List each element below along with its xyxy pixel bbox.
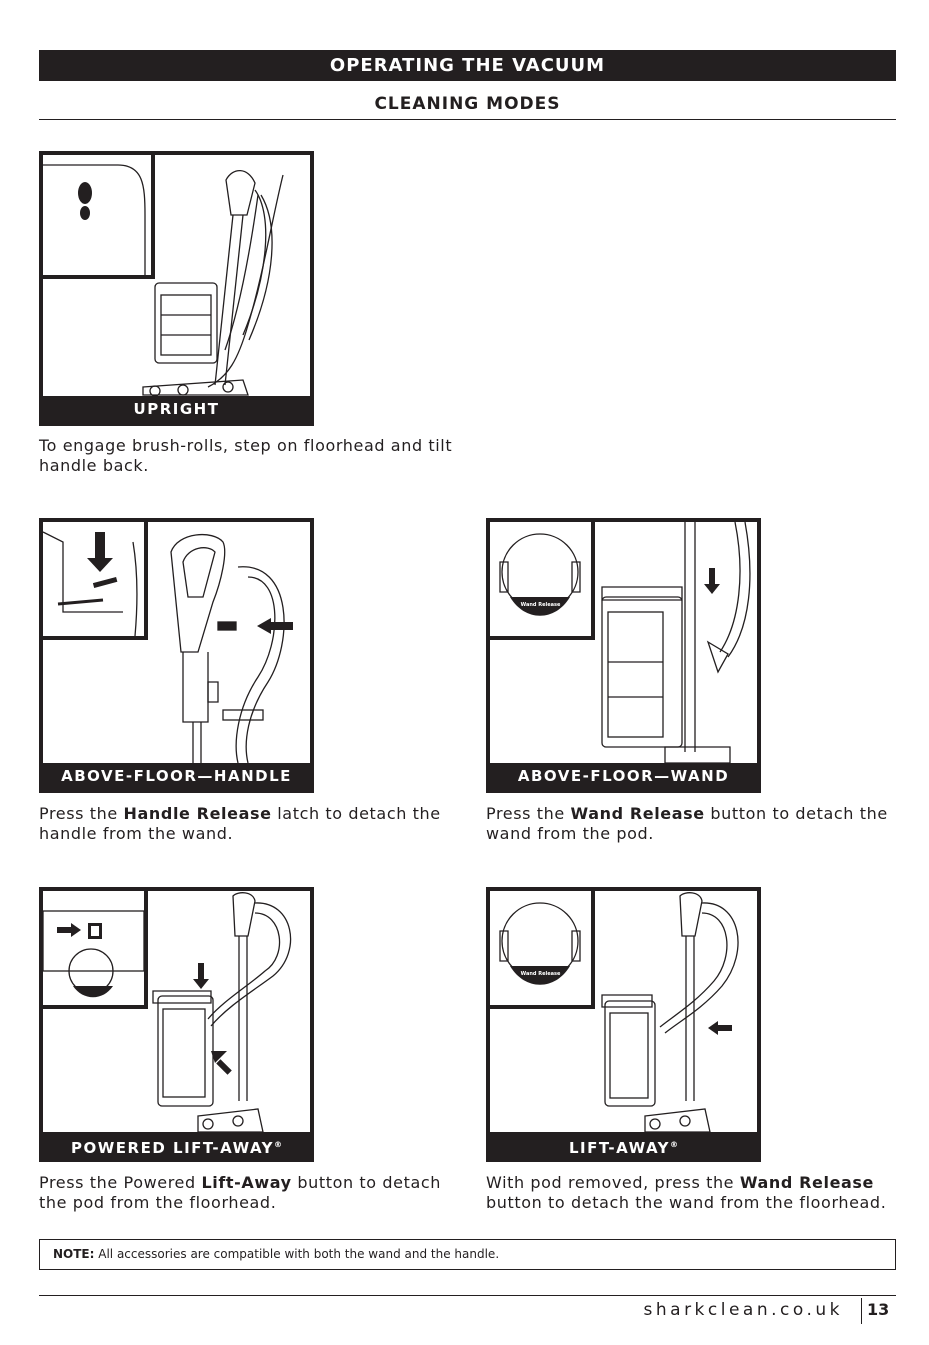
wand-release-label: Wand Release: [520, 602, 561, 608]
section-subheader: CLEANING MODES: [374, 94, 561, 114]
above-floor-handle-description: Press the Handle Release latch to detach…: [39, 804, 441, 843]
above-floor-wand-description: Press the Wand Release button to detach …: [486, 804, 888, 843]
wand-release-button-icon: [499, 902, 581, 985]
lift-away-drawing: [601, 892, 739, 1132]
upright-description: To engage brush-rolls, step on floorhead…: [39, 436, 453, 475]
powered-lift-away-description: Press the Powered Lift-Away button to de…: [39, 1173, 441, 1212]
lift-away-illustration: Wand Release LIFT-AWAY®: [486, 887, 761, 1162]
footer-website: sharkclean.co.uk: [643, 1300, 843, 1320]
lift-away-description: With pod removed, press the Wand Release…: [486, 1173, 887, 1212]
powered-lift-away-illustration: POWERED LIFT-AWAY®: [39, 887, 314, 1162]
above-floor-handle-caption: ABOVE-FLOOR—HANDLE: [43, 763, 310, 789]
wand-release-button-icon: [499, 533, 581, 616]
note-box: NOTE: All accessories are compatible wit…: [39, 1239, 896, 1270]
footer-divider: [39, 1295, 896, 1296]
subheader-divider: [39, 119, 896, 120]
note-label: NOTE:: [53, 1247, 95, 1261]
powered-lift-away-inset: [43, 891, 148, 1009]
lift-away-inset: Wand Release: [490, 891, 595, 1009]
above-floor-wand-illustration: Wand Release ABOVE-FLOOR—WAND: [486, 518, 761, 793]
foot-pedal-icon: [43, 164, 146, 275]
wand-release-inset: Wand Release: [490, 522, 595, 640]
wand-release-label: Wand Release: [520, 971, 561, 977]
lift-away-button-icon: [43, 910, 144, 998]
wand-release-drawing: [601, 522, 751, 763]
page-number: 13: [867, 1300, 890, 1319]
down-arrow-icon: [43, 531, 138, 636]
above-floor-wand-caption: ABOVE-FLOOR—WAND: [490, 763, 757, 789]
handle-release-inset: [43, 522, 148, 640]
upright-illustration: UPRIGHT: [39, 151, 314, 426]
footer-separator: [861, 1298, 862, 1324]
floorhead-step-inset: [43, 155, 155, 279]
powered-lift-away-drawing: [152, 892, 292, 1132]
above-floor-handle-illustration: ABOVE-FLOOR—HANDLE: [39, 518, 314, 793]
lift-away-caption: LIFT-AWAY®: [490, 1132, 757, 1158]
powered-lift-away-caption: POWERED LIFT-AWAY®: [43, 1132, 310, 1158]
note-text: All accessories are compatible with both…: [94, 1247, 500, 1261]
upright-caption: UPRIGHT: [43, 396, 310, 422]
handle-release-drawing: [170, 533, 293, 763]
upright-vacuum-drawing: [142, 169, 284, 396]
section-header: OPERATING THE VACUUM: [39, 50, 896, 81]
